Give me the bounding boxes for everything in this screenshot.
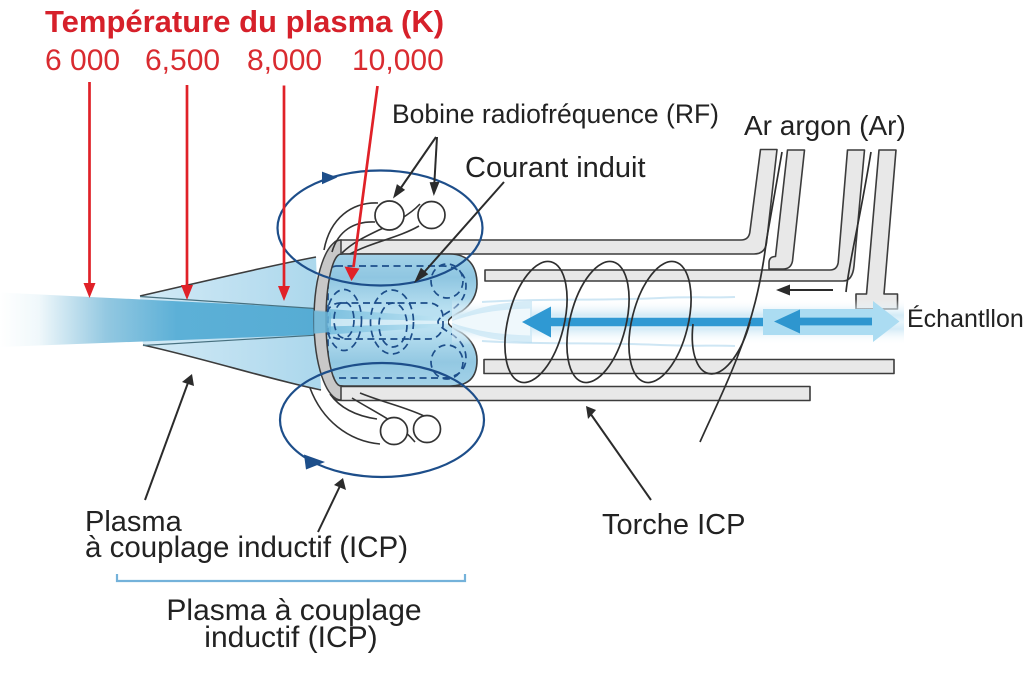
svg-text:6 000: 6 000 <box>45 44 120 77</box>
svg-text:Plasma: Plasma <box>85 506 183 538</box>
svg-text:8,000: 8,000 <box>247 44 322 77</box>
svg-text:6,500: 6,500 <box>145 44 220 77</box>
svg-text:Échantllon: Échantllon <box>907 304 1024 333</box>
svg-text:10,000: 10,000 <box>352 44 444 77</box>
svg-text:Ar argon (Ar): Ar argon (Ar) <box>744 110 906 141</box>
svg-text:Température du plasma (K): Température du plasma (K) <box>45 4 444 39</box>
svg-text:à couplage inductif (ICP): à couplage inductif (ICP) <box>85 531 408 564</box>
svg-text:Bobine radiofréquence (RF): Bobine radiofréquence (RF) <box>392 99 719 129</box>
svg-text:Plasma à couplage: Plasma à couplage <box>166 594 421 627</box>
svg-text:Courant induit: Courant induit <box>465 152 646 184</box>
svg-text:Torche ICP: Torche ICP <box>602 509 745 541</box>
svg-text:inductif (ICP): inductif (ICP) <box>204 621 377 654</box>
